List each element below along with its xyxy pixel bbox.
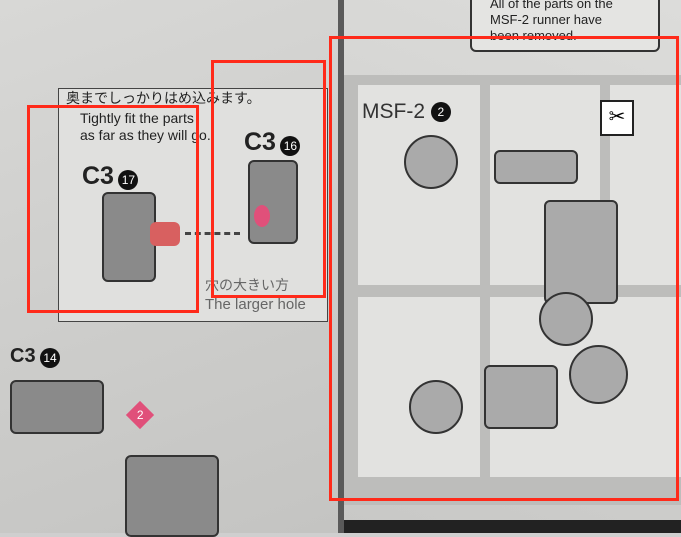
part-label-c3-17: C3 17 — [82, 162, 139, 191]
part-c3-16 — [248, 160, 298, 244]
runner-part — [484, 365, 558, 429]
runner-label: MSF-2 2 — [362, 100, 451, 124]
runner-part — [404, 135, 458, 189]
assembled-part — [125, 455, 219, 537]
runner-part — [539, 292, 593, 346]
en-instruction-1: Tightly fit the parts — [80, 110, 194, 126]
part-c3-17 — [102, 192, 156, 282]
step-badge: 2 — [125, 400, 155, 430]
highlight-box-runner — [329, 36, 679, 501]
highlight-box-part-c3-17 — [27, 105, 199, 313]
runner-part — [409, 380, 463, 434]
larger-hole — [254, 205, 270, 227]
runner-part — [544, 200, 618, 304]
part-label-c3-16: C3 16 — [244, 128, 301, 157]
highlight-box-part-c3-16 — [211, 60, 326, 298]
hole-jp: 穴の大きい方 — [205, 277, 289, 293]
page-footer — [344, 520, 681, 533]
runner-part — [494, 150, 578, 184]
runner-part — [569, 345, 628, 404]
part-c3-14 — [10, 380, 104, 434]
en-instruction-2: as far as they will go. — [80, 127, 211, 143]
part-label-c3-14: C3 14 — [10, 345, 61, 368]
left-manual-page: 奥までしっかりはめ込みます。 Tightly fit the parts as … — [0, 0, 338, 537]
page-gutter — [338, 0, 344, 533]
hole-en: The larger hole — [205, 296, 306, 313]
peg-highlight — [150, 222, 180, 246]
nipper-icon: ✂ — [600, 100, 634, 136]
